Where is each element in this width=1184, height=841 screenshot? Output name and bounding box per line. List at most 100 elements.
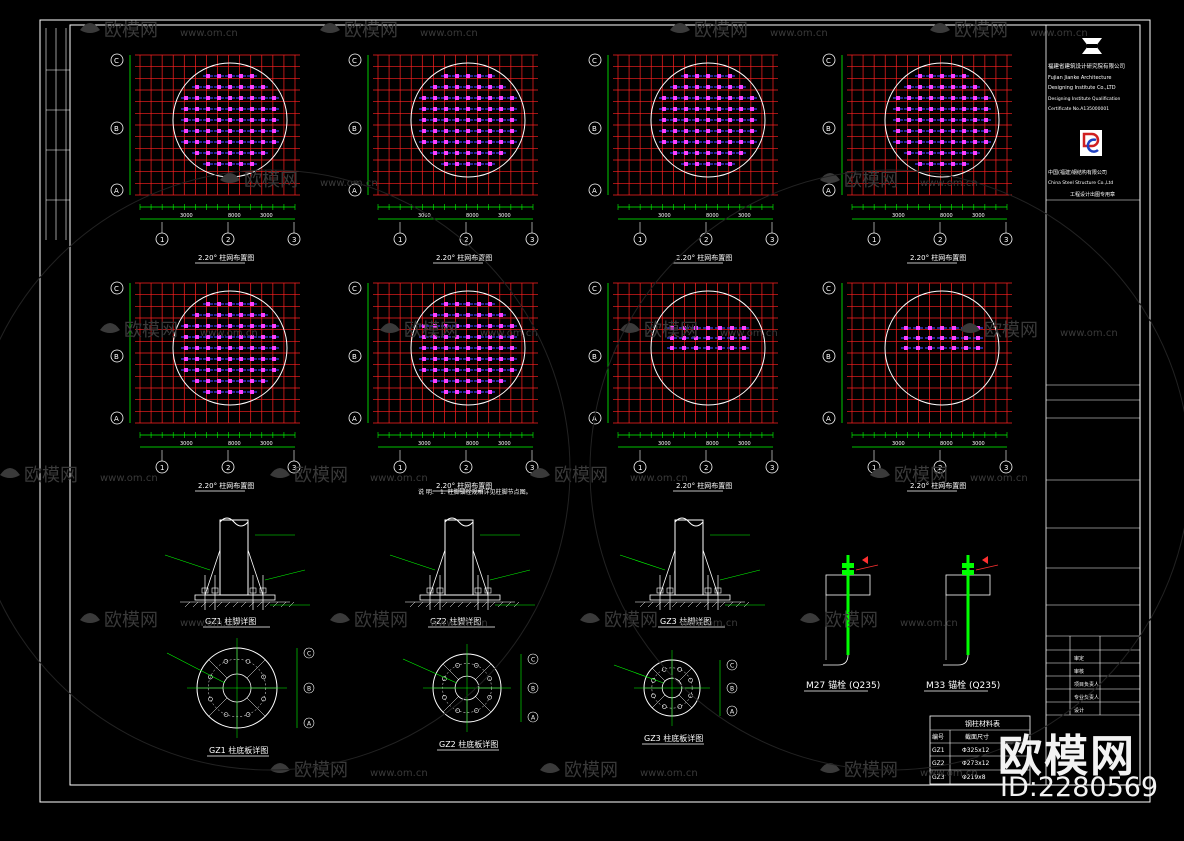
table-cell: Φ325x12: [962, 747, 990, 754]
base-title: GZ1 柱底板详图: [209, 745, 268, 755]
column-marker: [206, 324, 210, 328]
column-marker: [940, 118, 944, 122]
column-marker: [477, 85, 481, 89]
axis-label: 2: [226, 236, 230, 244]
column-marker: [217, 118, 221, 122]
company-english-2: Designing Institute Co.,LTD: [1048, 85, 1116, 91]
column-marker: [717, 151, 721, 155]
column-marker: [422, 324, 426, 328]
watermark-brand: 欧模网: [954, 20, 1008, 41]
column-marker: [488, 357, 492, 361]
column-marker: [466, 151, 470, 155]
column-marker: [217, 379, 221, 383]
column-marker: [195, 335, 199, 339]
bolt-hole: [662, 704, 667, 709]
column-marker: [444, 140, 448, 144]
column-pipe: [444, 519, 474, 596]
column-marker: [940, 151, 944, 155]
column-marker: [195, 346, 199, 350]
column-marker: [928, 326, 932, 330]
axis-label: C: [826, 57, 831, 65]
watermark-site: www.om.cn: [370, 768, 428, 779]
column-marker: [217, 107, 221, 111]
column-marker: [706, 326, 710, 330]
bolt-title: M33 锚栓 (Q235): [926, 679, 1000, 691]
column-marker: [466, 85, 470, 89]
column-marker: [695, 118, 699, 122]
column-marker: [261, 140, 265, 144]
hatch: [481, 601, 488, 608]
break-line: [219, 517, 249, 527]
column-marker: [728, 85, 732, 89]
column-marker: [510, 346, 514, 350]
dimension-label: 8000: [706, 213, 719, 219]
bolt-hole: [245, 712, 251, 717]
column-marker: [510, 140, 514, 144]
column-marker: [499, 85, 503, 89]
watermark-site: www.om.cn: [720, 328, 778, 339]
column-marker: [272, 107, 276, 111]
column-marker: [907, 118, 911, 122]
column-marker: [662, 107, 666, 111]
column-marker: [239, 162, 243, 166]
column-marker: [706, 74, 710, 78]
column-marker: [510, 118, 514, 122]
column-marker: [228, 129, 232, 133]
bolt-hole: [677, 667, 682, 672]
axis-bubble: [726, 705, 738, 717]
column-marker: [228, 335, 232, 339]
column-marker: [940, 162, 944, 166]
stiffener-line: [208, 659, 228, 679]
column-marker: [984, 107, 988, 111]
watermark-brand: 欧模网: [604, 610, 658, 631]
column-marker: [250, 107, 254, 111]
column-marker: [717, 118, 721, 122]
stiffener-line: [246, 659, 266, 679]
watermark-logo-icon: [540, 763, 560, 773]
column-marker: [673, 151, 677, 155]
bolt-hole: [487, 695, 492, 700]
column-marker: [728, 74, 732, 78]
column-marker: [670, 326, 674, 330]
column-marker: [742, 336, 746, 340]
column-marker: [488, 96, 492, 100]
axis-label: C: [352, 57, 357, 65]
column-marker: [488, 324, 492, 328]
column-marker: [217, 335, 221, 339]
column-marker: [695, 151, 699, 155]
axis-label: 1: [398, 464, 402, 472]
inner-border: [69, 24, 1141, 786]
axis-label: 1: [872, 464, 876, 472]
column-marker: [477, 346, 481, 350]
column-marker: [261, 151, 265, 155]
column-marker: [477, 379, 481, 383]
column-marker: [217, 390, 221, 394]
watermark-site: www.om.cn: [970, 473, 1028, 484]
column-marker: [433, 96, 437, 100]
hatch: [417, 601, 424, 608]
column-marker: [984, 129, 988, 133]
column-marker: [422, 118, 426, 122]
column-marker: [488, 85, 492, 89]
column-marker: [228, 379, 232, 383]
column-marker: [466, 118, 470, 122]
column-marker: [184, 357, 188, 361]
column-marker: [184, 129, 188, 133]
column-marker: [444, 379, 448, 383]
axis-bubble: [822, 53, 836, 67]
column-marker: [951, 96, 955, 100]
column-marker: [250, 346, 254, 350]
column-marker: [706, 118, 710, 122]
column-marker: [206, 85, 210, 89]
column-marker: [455, 162, 459, 166]
column-marker: [250, 390, 254, 394]
column-marker: [433, 346, 437, 350]
watermark-site: www.om.cn: [920, 178, 978, 189]
column-marker: [272, 96, 276, 100]
column-marker: [477, 129, 481, 133]
